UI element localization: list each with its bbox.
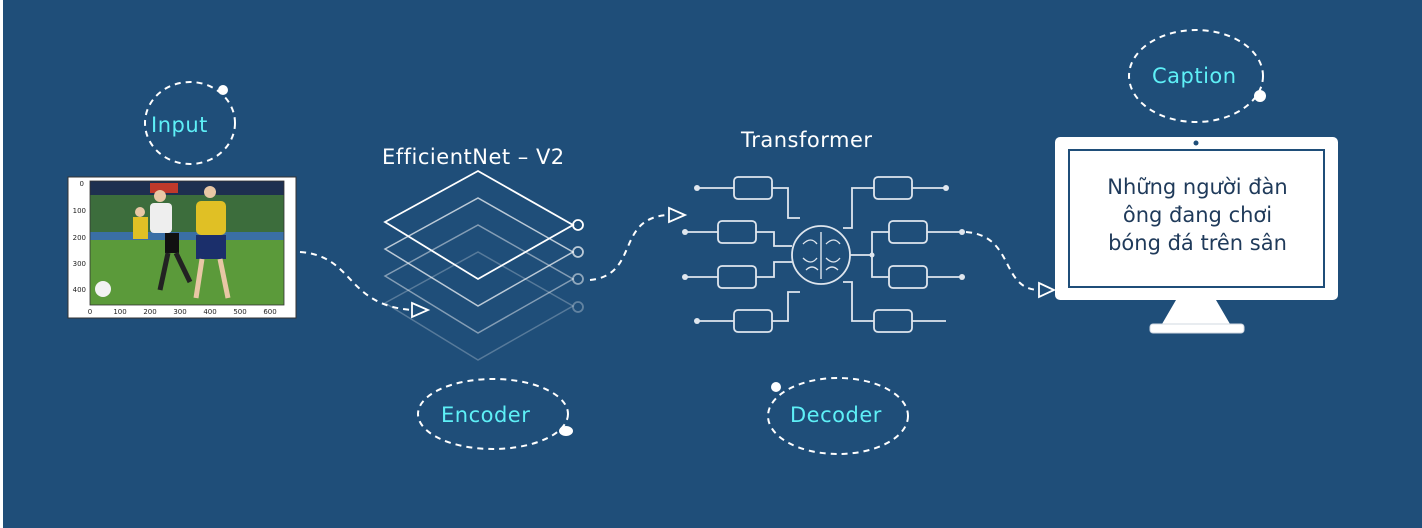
y-tick-label: 200	[73, 234, 86, 242]
arrowhead-input-to-encoder	[411, 301, 431, 319]
input-image-plot: 0 100 200 300 400 0 100 200 300 400 500 …	[67, 176, 297, 319]
transformer-network	[685, 176, 962, 333]
connector-encoder-to-decoder	[589, 214, 669, 281]
arrowhead-encoder-to-decoder	[668, 206, 688, 224]
x-tick-label: 600	[263, 308, 276, 316]
caption-label: Caption	[1152, 64, 1237, 88]
encoder-layer-stack	[383, 169, 584, 361]
input-label-dot	[218, 85, 228, 95]
encoder-label-dot	[559, 426, 573, 436]
encoder-label: Encoder	[441, 403, 531, 427]
decoder-label-dot	[771, 382, 781, 392]
input-label-circle	[144, 81, 236, 165]
decoder-model-title: Transformer	[741, 128, 873, 152]
x-tick-label: 400	[203, 308, 216, 316]
encoder-model-title: EfficientNet – V2	[382, 145, 565, 169]
caption-line: bóng đá trên sân	[1108, 231, 1287, 255]
decoder-label-circle	[767, 377, 909, 455]
y-tick-label: 400	[73, 286, 86, 294]
generated-caption: Những người đàn ông đang chơi bóng đá tr…	[1071, 173, 1324, 257]
caption-line: ông đang chơi	[1122, 203, 1273, 227]
input-label: Input	[151, 113, 208, 137]
encoder-label-circle	[417, 378, 569, 450]
decoder-label: Decoder	[790, 403, 882, 427]
caption-monitor	[1055, 137, 1338, 334]
x-tick-label: 0	[88, 308, 92, 316]
input-photo-players	[95, 186, 231, 299]
y-tick-label: 0	[80, 180, 84, 188]
x-tick-label: 100	[113, 308, 126, 316]
connector-input-to-encoder	[299, 251, 413, 311]
x-tick-label: 200	[143, 308, 156, 316]
input-plot-y-ticks: 0 100 200 300 400	[73, 180, 86, 294]
y-tick-label: 300	[73, 260, 86, 268]
caption-line: Những người đàn	[1107, 175, 1288, 199]
x-tick-label: 500	[233, 308, 246, 316]
transformer-terminals	[682, 185, 965, 324]
arrowhead-decoder-to-caption	[1038, 281, 1057, 299]
y-tick-label: 100	[73, 207, 86, 215]
input-photo-banner	[90, 181, 284, 195]
x-tick-label: 300	[173, 308, 186, 316]
connector-decoder-to-caption	[965, 231, 1039, 291]
caption-label-circle	[1128, 29, 1264, 123]
input-plot-x-ticks: 0 100 200 300 400 500 600	[88, 308, 277, 316]
caption-label-dot	[1254, 90, 1266, 102]
